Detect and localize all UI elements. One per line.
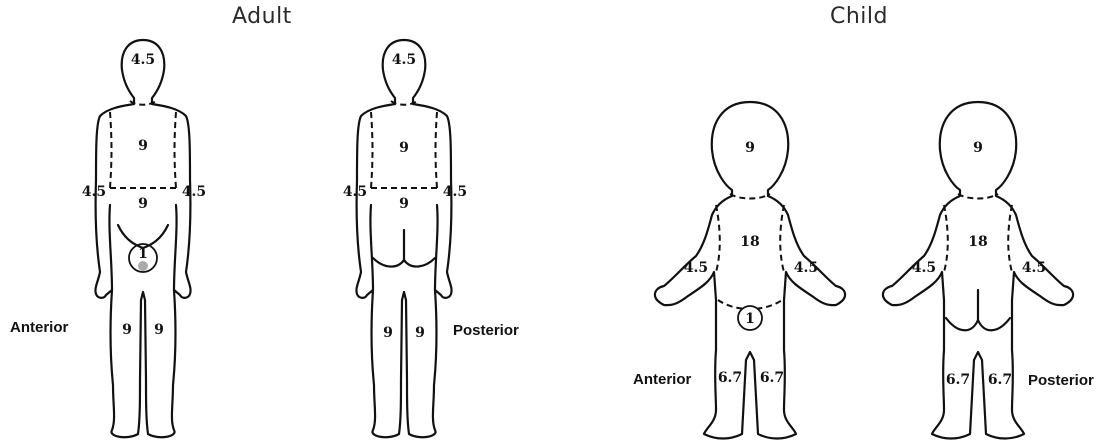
child-anterior-right-arm-value: 4.5	[794, 260, 818, 276]
adult-anterior-right-arm-value: 4.5	[182, 184, 206, 200]
adult-posterior-upper-back-value: 9	[399, 140, 409, 156]
adult-posterior-right-leg-value: 9	[415, 325, 425, 341]
child-anterior-label: Anterior	[633, 371, 692, 388]
adult-posterior-right-arm-value: 4.5	[443, 184, 467, 200]
child-anterior-trunk-value: 18	[740, 234, 759, 250]
adult-posterior-head-value: 4.5	[392, 52, 416, 68]
child-posterior-right-leg-value: 6.7	[988, 372, 1012, 388]
child-posterior-head-value: 9	[973, 140, 983, 156]
child-posterior-figure: 9 18 4.5 4.5 6.7 6.7 Posterior	[883, 102, 1094, 439]
adult-anterior-head-value: 4.5	[131, 52, 155, 68]
adult-anterior-left-leg-value: 9	[122, 322, 132, 338]
child-posterior-trunk-value: 18	[968, 234, 987, 250]
adult-anterior-abdomen-value: 9	[138, 196, 148, 212]
child-anterior-left-leg-value: 6.7	[718, 370, 742, 386]
child-anterior-left-arm-value: 4.5	[684, 260, 708, 276]
adult-anterior-figure: 4.5 9 9 4.5 4.5 1 9 9 Anterior	[10, 40, 206, 437]
adult-posterior-left-arm-value: 4.5	[343, 184, 367, 200]
adult-anterior-right-leg-value: 9	[154, 322, 164, 338]
child-anterior-head-value: 9	[745, 140, 755, 156]
child-posterior-left-arm-value: 4.5	[912, 260, 936, 276]
child-posterior-left-leg-value: 6.7	[946, 372, 970, 388]
adult-anterior-chest-value: 9	[138, 138, 148, 154]
adult-anterior-groin-value: 1	[138, 246, 148, 262]
child-anterior-figure: 9 18 4.5 4.5 1 6.7 6.7 Anterior	[633, 102, 845, 439]
adult-posterior-label: Posterior	[453, 322, 519, 339]
adult-posterior-figure: 4.5 9 9 4.5 4.5 9 9 Posterior	[343, 40, 519, 437]
child-anterior-groin-value: 1	[745, 311, 755, 327]
child-posterior-right-arm-value: 4.5	[1022, 260, 1046, 276]
adult-anterior-left-arm-value: 4.5	[82, 184, 106, 200]
child-anterior-right-leg-value: 6.7	[760, 370, 784, 386]
adult-posterior-left-leg-value: 9	[383, 325, 393, 341]
adult-posterior-lower-back-value: 9	[399, 196, 409, 212]
child-posterior-label: Posterior	[1028, 372, 1094, 389]
adult-anterior-label: Anterior	[10, 319, 69, 336]
